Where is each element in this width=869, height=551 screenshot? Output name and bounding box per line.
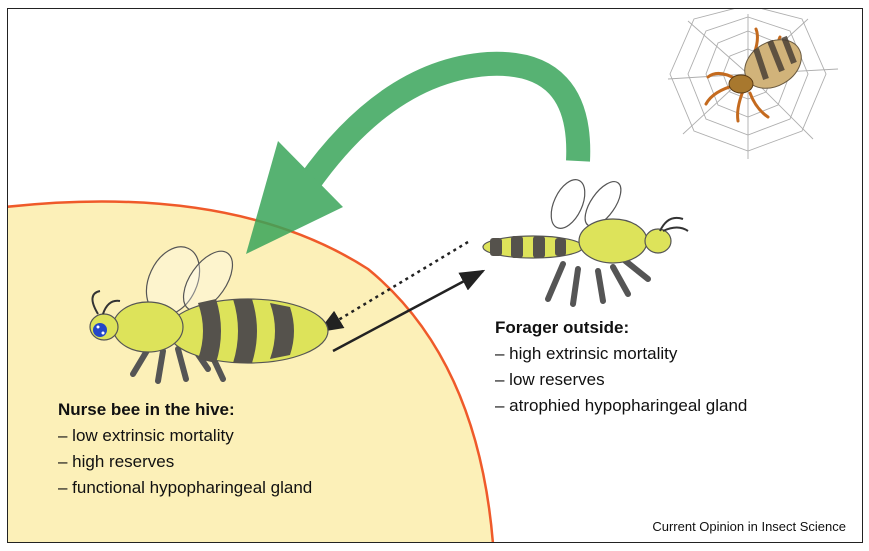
journal-credit: Current Opinion in Insect Science bbox=[652, 519, 846, 534]
forager-trait: – low reserves bbox=[495, 367, 747, 393]
nurse-title: Nurse bee in the hive: bbox=[58, 397, 312, 423]
nurse-bee-description: Nurse bee in the hive: – low extrinsic m… bbox=[58, 397, 312, 501]
forager-bee-icon bbox=[483, 175, 688, 304]
nurse-trait: – low extrinsic mortality bbox=[58, 423, 312, 449]
forager-title: Forager outside: bbox=[495, 315, 747, 341]
diagram-frame: Nurse bee in the hive: – low extrinsic m… bbox=[7, 8, 863, 543]
forager-trait: – high extrinsic mortality bbox=[495, 341, 747, 367]
nurse-trait: – high reserves bbox=[58, 449, 312, 475]
forager-bee-description: Forager outside: – high extrinsic mortal… bbox=[495, 315, 747, 419]
return-arrow-icon bbox=[246, 64, 578, 254]
forager-trait: – atrophied hypopharingeal gland bbox=[495, 393, 747, 419]
nurse-trait: – functional hypopharingeal gland bbox=[58, 475, 312, 501]
